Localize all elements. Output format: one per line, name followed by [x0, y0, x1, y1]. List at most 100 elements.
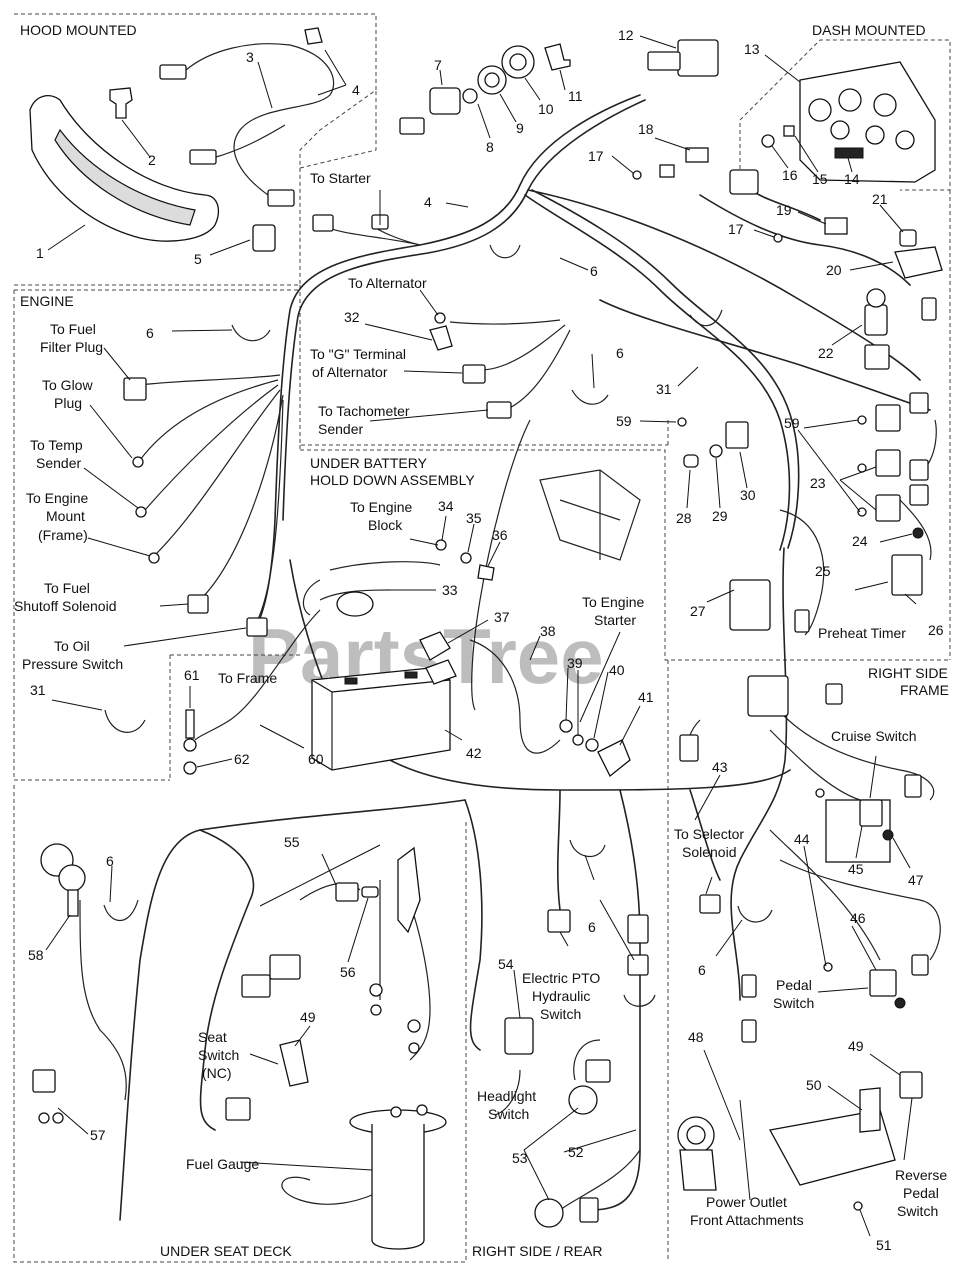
callout-6-tach: 6	[616, 345, 624, 361]
section-right-side-frame-2: FRAME	[900, 682, 949, 698]
label-to-starter: To Starter	[310, 170, 371, 186]
callout-16: 16	[782, 167, 798, 183]
callout-28: 28	[676, 510, 692, 526]
callout-45: 45	[848, 861, 864, 877]
label-to-glow-1: To Glow	[42, 377, 93, 393]
callout-51: 51	[876, 1237, 892, 1253]
callout-12: 12	[618, 27, 634, 43]
label-to-temp-2: Sender	[36, 455, 81, 471]
callout-18: 18	[638, 121, 654, 137]
label-electric-pto-1: Electric PTO	[522, 970, 600, 986]
callout-11: 11	[568, 88, 583, 104]
label-to-fuel-shutoff-1: To Fuel	[44, 580, 90, 596]
label-fuel-gauge: Fuel Gauge	[186, 1156, 259, 1172]
label-to-tach-1: To Tachometer	[318, 403, 410, 419]
callout-21: 21	[872, 191, 888, 207]
callout-37: 37	[494, 609, 510, 625]
callout-61: 61	[184, 667, 200, 683]
label-to-engine-starter-2: Starter	[594, 612, 636, 628]
callout-26: 26	[928, 622, 944, 638]
section-under-seat-deck: UNDER SEAT DECK	[160, 1243, 292, 1259]
callout-23: 23	[810, 475, 826, 491]
label-to-g-terminal-1: To "G" Terminal	[310, 346, 406, 362]
callout-35: 35	[466, 510, 482, 526]
callout-47: 47	[908, 872, 924, 888]
callout-44: 44	[794, 831, 810, 847]
label-to-engine-block-1: To Engine	[350, 499, 412, 515]
section-hood-mounted: HOOD MOUNTED	[20, 22, 137, 38]
label-to-engine-mount-2: Mount	[46, 508, 85, 524]
label-cruise-switch: Cruise Switch	[831, 728, 917, 744]
label-to-fuel-filter-1: To Fuel	[50, 321, 96, 337]
callout-17-top: 17	[588, 148, 604, 164]
callout-6-engine: 6	[146, 325, 154, 341]
callout-31-engine: 31	[30, 682, 46, 698]
callout-22: 22	[818, 345, 834, 361]
label-to-engine-block-2: Block	[368, 517, 403, 533]
label-seat-switch-1: Seat	[198, 1029, 227, 1045]
callout-42: 42	[466, 745, 482, 761]
label-electric-pto-3: Switch	[540, 1006, 581, 1022]
callout-10: 10	[538, 101, 554, 117]
callout-4-hood: 4	[352, 82, 360, 98]
section-titles: HOOD MOUNTED DASH MOUNTED ENGINE UNDER B…	[20, 22, 949, 1259]
label-to-selector-1: To Selector	[674, 826, 744, 842]
callout-7: 7	[434, 57, 442, 73]
section-right-side-frame-1: RIGHT SIDE	[868, 665, 948, 681]
callout-36: 36	[492, 527, 508, 543]
callout-4-starter: 4	[424, 194, 432, 210]
label-reverse-pedal-1: Reverse	[895, 1167, 947, 1183]
callout-6-seat: 6	[106, 853, 114, 869]
section-engine: ENGINE	[20, 293, 74, 309]
clip-5	[252, 224, 276, 252]
callout-60: 60	[308, 751, 324, 767]
callout-49-seat: 49	[300, 1009, 316, 1025]
section-right-side-rear: RIGHT SIDE / REAR	[472, 1243, 602, 1259]
callout-29: 29	[712, 508, 728, 524]
label-headlight-1: Headlight	[477, 1088, 536, 1104]
callout-34: 34	[438, 498, 454, 514]
label-electric-pto-2: Hydraulic	[532, 988, 590, 1004]
section-borders	[13, 13, 951, 1263]
callout-40: 40	[609, 662, 625, 678]
label-power-outlet-1: Power Outlet	[706, 1194, 787, 1210]
section-under-battery-1: UNDER BATTERY	[310, 455, 428, 471]
callout-6-rear: 6	[588, 919, 596, 935]
label-to-engine-mount-1: To Engine	[26, 490, 88, 506]
callout-43: 43	[712, 759, 728, 775]
callout-20: 20	[826, 262, 842, 278]
label-to-tach-2: Sender	[318, 421, 363, 437]
callout-55: 55	[284, 834, 300, 850]
callout-13: 13	[744, 41, 760, 57]
callout-6-harness: 6	[590, 263, 598, 279]
label-preheat-timer: Preheat Timer	[818, 625, 906, 641]
label-to-frame: To Frame	[218, 670, 277, 686]
callout-15: 15	[812, 171, 828, 187]
callout-25: 25	[815, 563, 831, 579]
callout-9: 9	[516, 120, 524, 136]
label-pedal-switch-2: Switch	[773, 995, 814, 1011]
callout-3: 3	[246, 49, 254, 65]
callout-49-reverse: 49	[848, 1038, 864, 1054]
label-to-engine-mount-3: (Frame)	[38, 527, 88, 543]
callout-5: 5	[194, 251, 202, 267]
label-to-glow-2: Plug	[54, 395, 82, 411]
callout-54: 54	[498, 956, 514, 972]
callout-24: 24	[852, 533, 868, 549]
callout-2: 2	[148, 152, 156, 168]
callout-31-harness: 31	[656, 381, 672, 397]
label-seat-switch-2: Switch	[198, 1047, 239, 1063]
label-to-fuel-shutoff-2: Shutoff Solenoid	[14, 598, 117, 614]
callout-30: 30	[740, 487, 756, 503]
callout-39: 39	[567, 655, 583, 671]
label-to-temp-1: To Temp	[30, 437, 83, 453]
callout-46: 46	[850, 910, 866, 926]
main-harness	[79, 94, 941, 1221]
callout-27: 27	[690, 603, 706, 619]
callout-57: 57	[90, 1127, 106, 1143]
callout-1: 1	[36, 245, 44, 261]
label-to-oil-2: Pressure Switch	[22, 656, 123, 672]
label-power-outlet-2: Front Attachments	[690, 1212, 804, 1228]
callout-6-selector: 6	[698, 962, 706, 978]
